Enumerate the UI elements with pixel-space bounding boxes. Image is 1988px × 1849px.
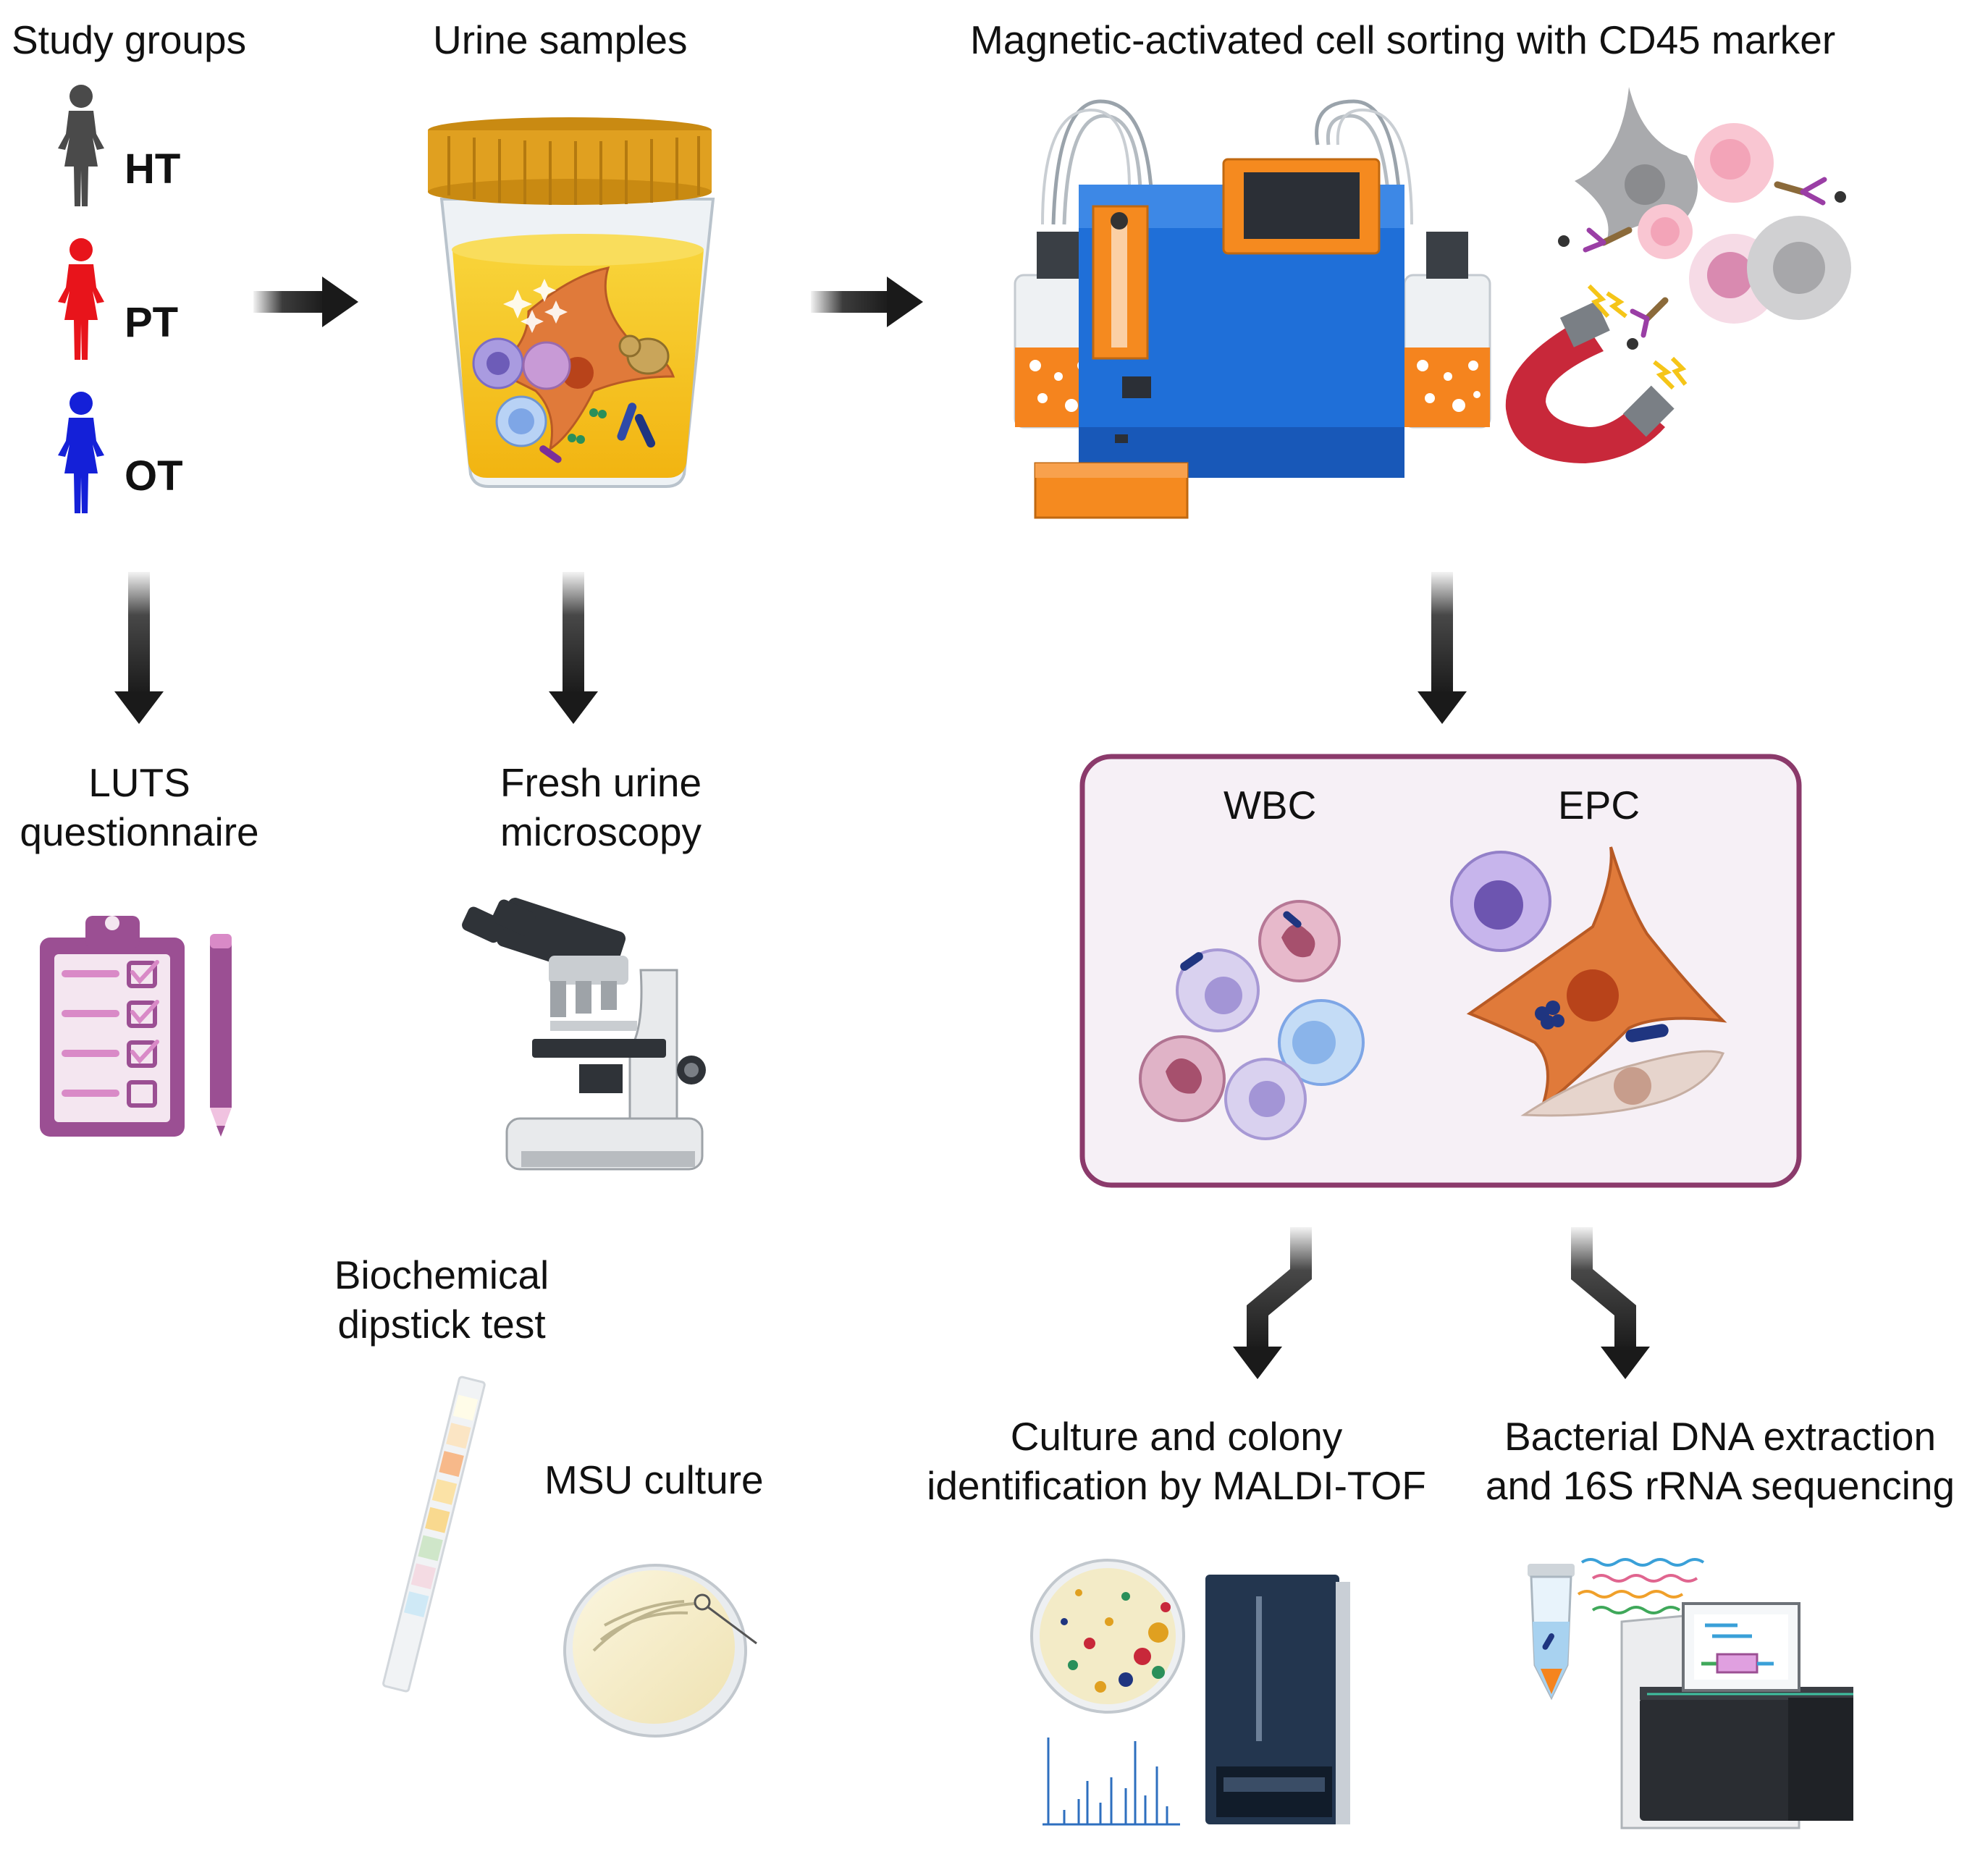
- arrow-macs-to-cells: [1418, 572, 1467, 724]
- dipstick-label-line2: dipstick test: [337, 1302, 546, 1347]
- sequencing-label: Bacterial DNA extraction and 16S rRNA se…: [1462, 1412, 1978, 1510]
- dipstick-label: Biochemical dipstick test: [304, 1250, 579, 1349]
- luts-label-line2: questionnaire: [20, 809, 259, 854]
- clipboard-questionnaire-icon: [40, 916, 232, 1137]
- sequencing-label-line1: Bacterial DNA extraction: [1504, 1414, 1937, 1459]
- arrow-cells-to-culture: [1233, 1227, 1312, 1379]
- culture-plate-icon: [1030, 1559, 1185, 1714]
- sample-tube-icon: [1528, 1564, 1575, 1701]
- dna-strands-icon: [1577, 1558, 1705, 1614]
- macs-heading: Magnetic-activated cell sorting with CD4…: [970, 17, 1836, 62]
- group-ht-label: HT: [125, 146, 181, 193]
- culture-maldi-label-line1: Culture and colony: [1010, 1414, 1343, 1459]
- dipstick-label-line1: Biochemical: [334, 1252, 549, 1297]
- epc-cells-icon: [1450, 846, 1727, 1117]
- luts-label: LUTS questionnaire: [0, 758, 279, 856]
- arrow-groups-to-luts: [114, 572, 164, 724]
- sequencing-label-line2: and 16S rRNA sequencing: [1485, 1463, 1955, 1508]
- microscopy-label: Fresh urine microscopy: [463, 758, 738, 856]
- study-groups-heading: Study groups: [12, 17, 247, 62]
- maldi-tof-instrument-icon: [1205, 1575, 1350, 1824]
- urine-cup-icon: [428, 117, 715, 488]
- arrow-cells-to-sequencing: [1571, 1227, 1650, 1379]
- urine-samples-heading: Urine samples: [433, 17, 688, 62]
- wbc-label: WBC: [1223, 783, 1317, 827]
- culture-maldi-label: Culture and colony identification by MAL…: [901, 1412, 1452, 1510]
- macs-instrument-icon: [1014, 99, 1491, 519]
- microscopy-label-line2: microscopy: [500, 809, 702, 854]
- wbc-cells-icon: [1139, 900, 1365, 1140]
- cd45-bound-cells-icon: [1558, 87, 1851, 350]
- epc-label: EPC: [1558, 783, 1640, 827]
- person-ot-icon: [58, 392, 104, 513]
- group-pt-label: PT: [125, 299, 179, 346]
- culture-maldi-label-line2: identification by MALDI-TOF: [927, 1463, 1426, 1508]
- arrow-groups-to-urine: [253, 277, 358, 327]
- luts-label-line1: LUTS: [88, 760, 190, 805]
- microscopy-label-line1: Fresh urine: [500, 760, 702, 805]
- group-ot-label: OT: [125, 452, 183, 500]
- microscope-icon: [462, 898, 706, 1171]
- person-pt-icon: [58, 238, 104, 360]
- arrow-urine-to-macs: [811, 277, 923, 327]
- petri-dish-icon: [563, 1564, 757, 1738]
- sequencer-instrument-icon: [1620, 1602, 1853, 1829]
- dipstick-icon: [382, 1376, 486, 1693]
- person-ht-icon: [58, 85, 104, 206]
- spectrum-plot-icon: [1043, 1738, 1180, 1826]
- magnet-icon: [1505, 284, 1688, 463]
- arrow-urine-to-microscopy: [549, 572, 598, 724]
- msu-culture-label: MSU culture: [544, 1457, 764, 1502]
